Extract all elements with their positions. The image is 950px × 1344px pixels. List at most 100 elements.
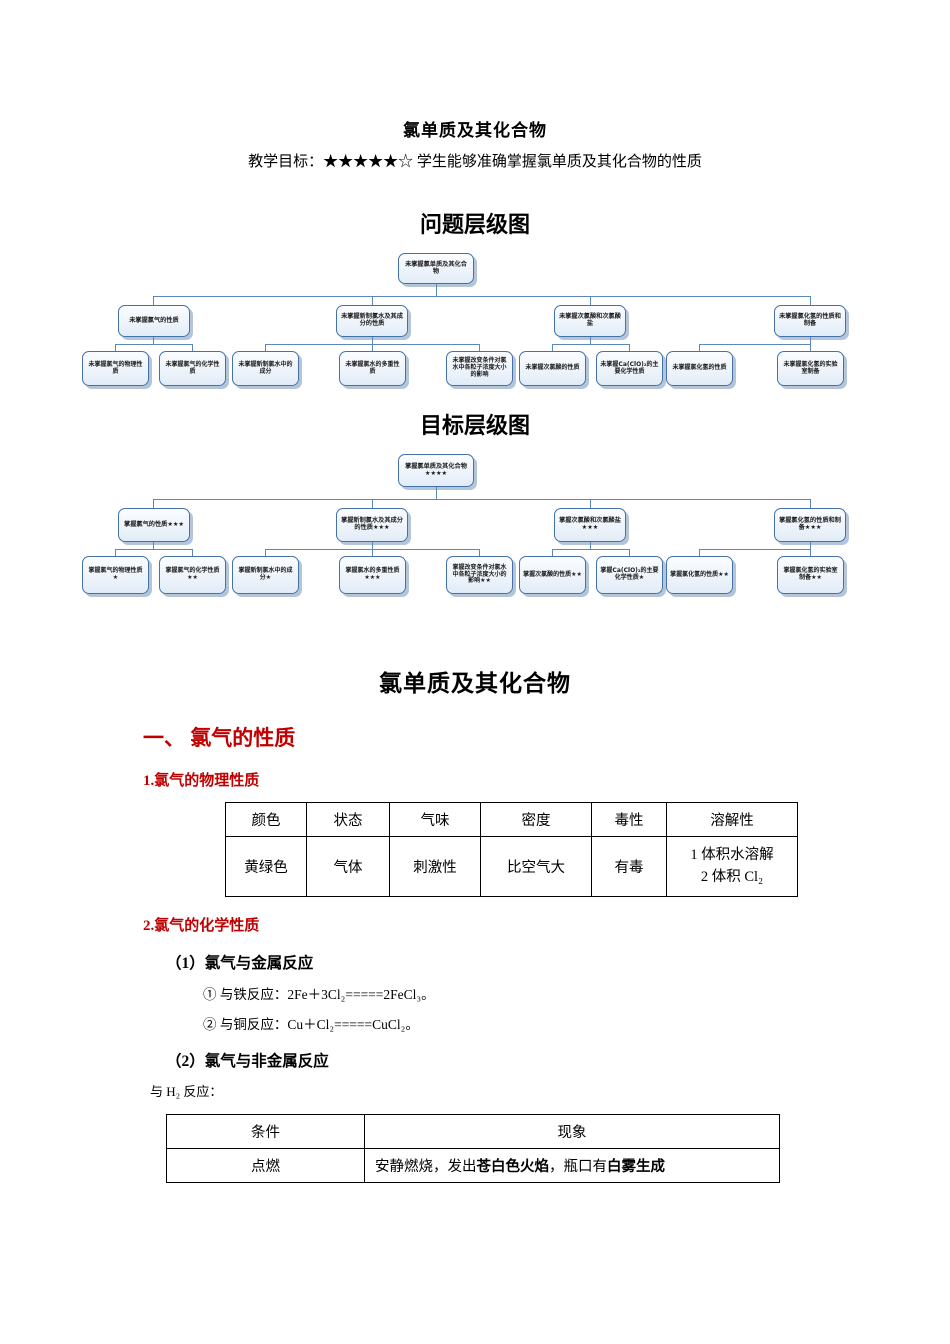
d2-connector [699, 549, 810, 551]
table-header-cell: 现象 [364, 1114, 780, 1149]
table-row: 黄绿色 气体 刺激性 比空气大 有毒 1 体积水溶解 2 体积 Cl₂ [225, 836, 798, 897]
physical-properties-table: 颜色 状态 气味 密度 毒性 溶解性 黄绿色 气体 刺激性 比空气大 有毒 1 … [225, 802, 798, 897]
table-header-cell: 气味 [389, 802, 481, 837]
table-header-cell: 颜色 [225, 802, 307, 837]
d2-connector [372, 499, 374, 508]
d1-connector [810, 344, 812, 351]
goal-hierarchy-heading: 目标层级图 [419, 414, 530, 439]
d2-connector [590, 542, 592, 549]
goal-hierarchy-diagram: 掌握氯单质及其化合物★★★★ 掌握氯气的性质★★★ 掌握新制氯水及其成分的性质★… [82, 452, 865, 602]
d1-connector [265, 344, 267, 351]
d2-connector [629, 549, 631, 556]
d1-connector [699, 344, 810, 346]
equation-iron: ① 与铁反应：2Fe＋3Cl₂=====2FeCl₃。 [203, 987, 435, 1002]
d1-connector [372, 296, 374, 305]
table-header-cell: 状态 [306, 802, 390, 837]
d2-node-level3: 掌握Ca(ClO)₂的主要化学性质★ [596, 556, 663, 594]
table-header-cell: 密度 [480, 802, 592, 837]
d1-node-level3: 未掌握氯气的物理性质 [82, 351, 149, 386]
table-cell: 刺激性 [389, 836, 481, 897]
hydrogen-reaction-label: 与 H₂ 反应： [150, 1084, 223, 1099]
d2-connector [810, 542, 812, 549]
table-cell: 黄绿色 [225, 836, 307, 897]
d2-connector [436, 487, 438, 499]
objective-star-rating: ★★★★★☆ [323, 154, 414, 170]
table-cell: 有毒 [591, 836, 667, 897]
d1-node-level3: 未掌握新制氯水中的成分 [232, 351, 299, 386]
d1-connector [153, 337, 155, 344]
d1-connector [479, 344, 481, 351]
d2-node-level2: 掌握氯气的性质★★★ [118, 508, 190, 542]
table-row: 颜色 状态 气味 密度 毒性 溶解性 [225, 802, 798, 837]
subsection-heading-chemical: 2.氯气的化学性质 [143, 918, 260, 934]
d1-connector [115, 344, 117, 351]
d1-node-level3: 未掌握氯化氢的实验室制备 [777, 351, 844, 386]
page-title: 氯单质及其化合物 [403, 121, 547, 140]
table-header-cell: 毒性 [591, 802, 667, 837]
d2-node-level3: 掌握氯水的多重性质★★★ [339, 556, 406, 594]
d2-connector [153, 542, 155, 549]
d1-connector [372, 344, 374, 351]
d1-connector [153, 296, 155, 305]
phenomenon-text-pre: 安静燃烧，发出 [375, 1159, 477, 1175]
d1-connector [436, 284, 438, 296]
d1-connector [552, 344, 554, 351]
d2-node-level3: 掌握次氯酸的性质★★ [519, 556, 586, 594]
d1-connector [699, 344, 701, 351]
table-row: 条件 现象 [166, 1114, 780, 1149]
d2-connector [552, 549, 629, 551]
d2-connector [479, 549, 481, 556]
d2-node-level2: 掌握新制氯水及其成分的性质★★★ [336, 508, 408, 542]
table-header-cell: 条件 [166, 1114, 365, 1149]
d1-connector [629, 344, 631, 351]
d2-node-level3: 掌握氯化氢的实验室制备★★ [777, 556, 844, 594]
lesson-main-title: 氯单质及其化合物 [379, 671, 571, 696]
d1-connector [590, 337, 592, 344]
d2-connector [372, 542, 374, 549]
d2-connector [115, 549, 192, 551]
d1-node-level3: 未掌握氯气的化学性质 [159, 351, 226, 386]
d1-node-level3: 未掌握氯水的多重性质 [339, 351, 406, 386]
d1-node-level3: 未掌握氯化氢的性质 [666, 351, 733, 386]
objective-text: 学生能够准确掌握氯单质及其化合物的性质 [413, 154, 702, 170]
d2-connector [153, 499, 155, 508]
lesson-content: 氯单质及其化合物 一、 氯气的性质 1.氯气的物理性质 颜色 状态 气味 密度 … [0, 602, 950, 1183]
table-header-cell: 溶解性 [666, 802, 798, 837]
phenomenon-text-mid: ，瓶口有 [549, 1159, 607, 1175]
d2-node-level3: 掌握氯气的物理性质★ [82, 556, 149, 594]
d2-root-node: 掌握氯单质及其化合物★★★★ [398, 454, 474, 487]
teaching-objective-line: 教学目标：★★★★★☆ 学生能够准确掌握氯单质及其化合物的性质 [0, 141, 950, 171]
d2-connector [153, 499, 810, 501]
table-cell: 比空气大 [480, 836, 592, 897]
d2-node-level2: 掌握氯化氢的性质和制备★★★ [774, 508, 846, 542]
d1-connector [115, 344, 192, 346]
problem-hierarchy-diagram: 未掌握氯单质及其化合物 未掌握氯气的性质 未掌握新制氯水及其成分的性质 未掌握次… [82, 251, 865, 396]
d1-node-level2: 未掌握氯气的性质 [118, 305, 190, 337]
d2-connector [192, 549, 194, 556]
item-heading-metal-reaction: （1）氯气与金属反应 [166, 955, 314, 972]
table-row: 点燃 安静燃烧，发出苍白色火焰，瓶口有白雾生成 [166, 1148, 780, 1183]
d1-root-node: 未掌握氯单质及其化合物 [398, 253, 474, 284]
d2-node-level3: 掌握改变条件对氯水中各粒子浓度大小的影响★★ [446, 556, 513, 594]
item-heading-nonmetal-reaction: （2）氯气与非金属反应 [166, 1053, 329, 1070]
d2-node-level3: 掌握新制氯水中的成分★ [232, 556, 299, 594]
subsection-heading-physical: 1.氯气的物理性质 [143, 773, 260, 789]
table-cell-phenomenon: 安静燃烧，发出苍白色火焰，瓶口有白雾生成 [364, 1148, 780, 1183]
d2-node-level2: 掌握次氯酸和次氯酸盐★★★ [554, 508, 626, 542]
d1-node-level3: 未掌握Ca(ClO)₂的主要化学性质 [596, 351, 663, 386]
d2-connector [552, 549, 554, 556]
d2-node-level3: 掌握氯化氢的性质★★ [666, 556, 733, 594]
d1-connector [590, 296, 592, 305]
d1-connector [372, 337, 374, 344]
d1-node-level2: 未掌握次氯酸和次氯酸盐 [554, 305, 626, 337]
d1-connector [810, 337, 812, 344]
phenomenon-emphasis-1: 苍白色火焰 [476, 1159, 550, 1175]
d1-connector [192, 344, 194, 351]
table-cell-solubility: 1 体积水溶解 2 体积 Cl₂ [666, 836, 798, 897]
problem-hierarchy-heading: 问题层级图 [419, 213, 530, 238]
section-heading-1: 一、 氯气的性质 [143, 726, 296, 750]
d2-connector [372, 549, 374, 556]
d1-connector [810, 296, 812, 305]
d1-connector [153, 296, 810, 298]
